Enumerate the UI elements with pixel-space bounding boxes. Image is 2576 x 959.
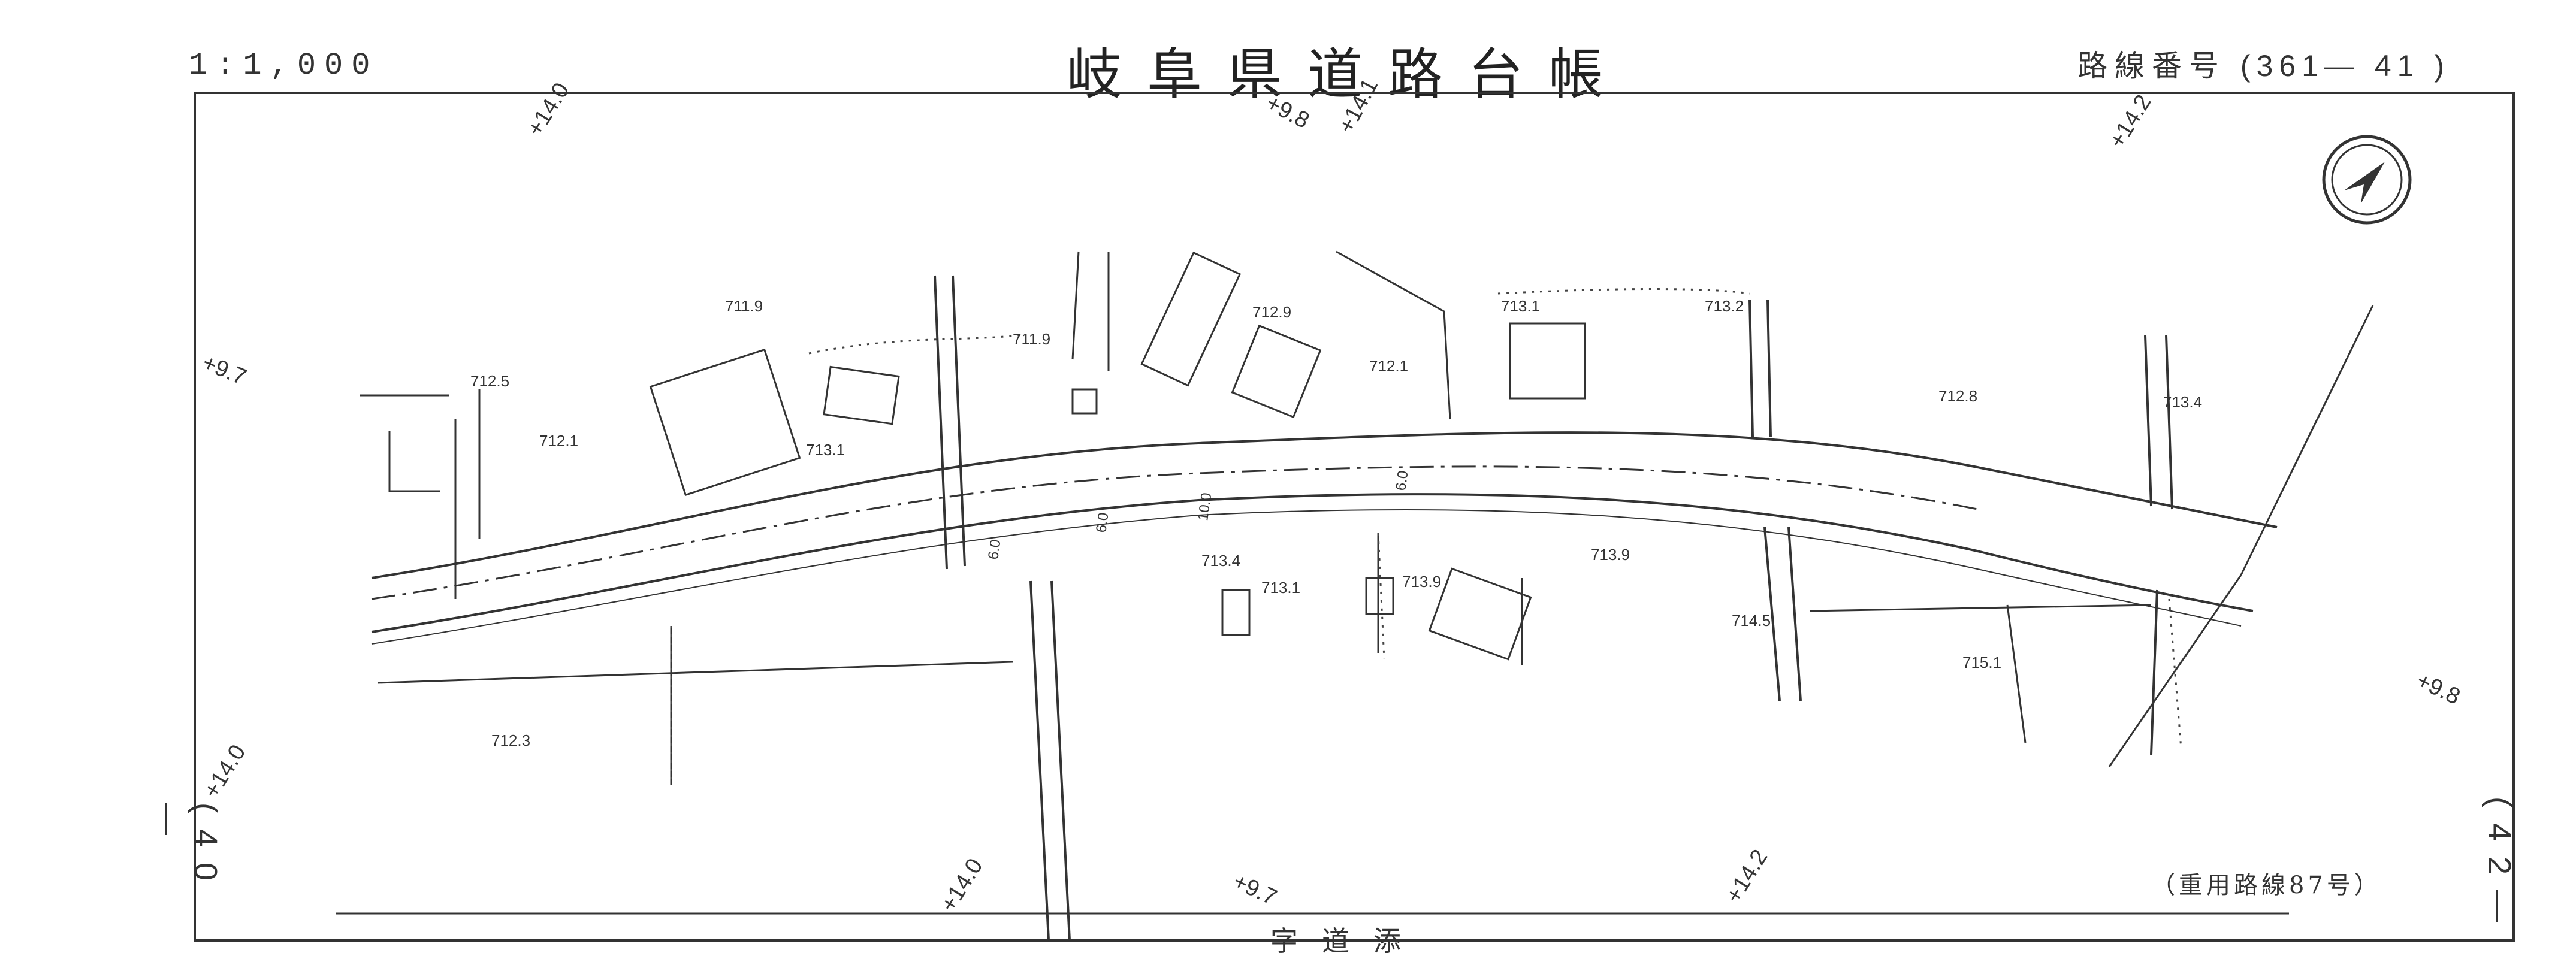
route-annotation: （重用路線87号） xyxy=(2151,872,2382,899)
dotted-boundaries xyxy=(670,288,2182,779)
grid-mark: +14.0 xyxy=(199,740,251,803)
grid-mark: +9.7 xyxy=(1229,869,1281,910)
elevation-label: 714.5 xyxy=(1732,612,1771,630)
sheet-ref-right: (42— xyxy=(2481,797,2517,939)
area-name: 字道添 xyxy=(1270,925,1425,957)
elevation-label: 712.8 xyxy=(1938,387,1977,405)
sheet-ref-left: (40— xyxy=(150,803,224,897)
road-width-label: 6.0 xyxy=(1393,470,1411,492)
elevation-label: 712.9 xyxy=(1252,303,1291,321)
grid-mark: +14.0 xyxy=(523,78,575,141)
elevation-label: 711.9 xyxy=(1013,330,1050,348)
map-frame xyxy=(194,92,2515,942)
elevation-label: 712.1 xyxy=(1369,357,1408,375)
elevation-label: 712.1 xyxy=(539,432,578,450)
parcels xyxy=(360,250,2374,785)
sheet-title: 岐阜県道路台帳 xyxy=(1067,43,1629,107)
elevation-label: 713.2 xyxy=(1705,297,1744,315)
road-width-label: 6.0 xyxy=(1093,512,1112,534)
grid-mark: +14.1 xyxy=(1334,75,1383,138)
grid-mark: +14.0 xyxy=(936,854,988,916)
grid-mark: +9.8 xyxy=(1262,90,1313,134)
elevation-label: 712.3 xyxy=(491,731,530,749)
cross-streets xyxy=(934,275,2173,941)
grid-mark: +9.7 xyxy=(199,350,250,390)
elevation-label: 713.9 xyxy=(1402,573,1441,591)
map-scale: 1:1,000 xyxy=(189,48,379,83)
sheet-header: 1:1,000 岐阜県道路台帳 路線番号 (361— 41 ) xyxy=(0,0,2576,107)
road-edges xyxy=(371,431,2278,645)
elevation-label: 715.1 xyxy=(1962,654,2001,671)
elevation-label: 713.9 xyxy=(1591,546,1630,564)
route-number: 路線番号 (361— 41 ) xyxy=(2077,42,2450,85)
north-arrow-icon xyxy=(2322,135,2412,225)
road-width-label: 6.0 xyxy=(985,539,1004,561)
elevation-label: 713.1 xyxy=(1501,297,1540,315)
route-number-label: 路線番号 xyxy=(2077,49,2226,83)
grid-mark: +14.2 xyxy=(2104,90,2157,153)
grid-mark: +14.2 xyxy=(1721,845,1773,907)
elevation-label: 713.1 xyxy=(1261,579,1300,597)
grid-mark: +9.8 xyxy=(2412,668,2464,710)
elevation-label: 713.1 xyxy=(806,441,845,459)
elevation-label: 713.4 xyxy=(2163,393,2202,411)
elevation-label: 713.4 xyxy=(1201,552,1240,570)
elevation-label: 712.5 xyxy=(470,372,509,390)
road-width-label: 10.0 xyxy=(1195,492,1215,522)
elevation-label: 711.9 xyxy=(725,297,763,315)
route-number-value: (361— 41 ) xyxy=(2240,49,2450,83)
